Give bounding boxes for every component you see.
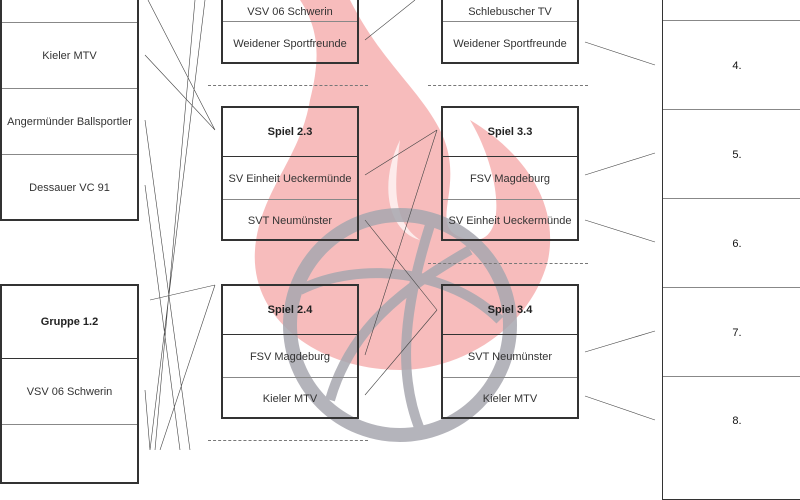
team-row[interactable] [2,0,137,22]
group-title: Gruppe 1.2 [40,316,99,328]
logo-watermark [254,0,551,442]
team-row[interactable]: SV Einheit Ueckermünde [443,199,577,242]
team-row[interactable]: Kieler MTV [443,377,577,420]
group-1-1-box: Kieler MTV Angermünder Ballsportler Dess… [0,0,139,221]
rank-row [663,0,800,20]
team-row[interactable]: VSV 06 Schwerin [247,6,333,18]
team-row[interactable]: Angermünder Ballsportler [2,88,137,155]
volleyball-icon [283,208,517,442]
team-row[interactable]: Weidener Sportfreunde [223,21,357,65]
divider [428,85,588,86]
game-3-3-box: Spiel 3.3 FSV Magdeburg SV Einheit Uecke… [441,106,579,241]
team-row[interactable]: Schlebuscher TV [468,6,552,18]
team-row[interactable]: FSV Magdeburg [443,156,577,200]
bracket-connectors [144,0,656,450]
ranking-box: 4. 5. 6. 7. 8. [662,0,800,500]
game-title: Spiel 2.4 [267,304,313,316]
group-1-2-box: Gruppe 1.2 VSV 06 Schwerin [0,284,139,484]
team-row[interactable]: VSV 06 Schwerin [2,358,137,425]
team-row[interactable]: SV Einheit Ueckermünde [223,156,357,200]
team-row[interactable] [2,424,137,485]
team-row[interactable]: SVT Neumünster [443,334,577,378]
team-row[interactable]: FSV Magdeburg [223,334,357,378]
divider [208,85,368,86]
game-title: Spiel 2.3 [267,126,313,138]
team-row[interactable]: Dessauer VC 91 [2,154,137,221]
game-2-3-box: Spiel 2.3 SV Einheit Ueckermünde SVT Neu… [221,106,359,241]
rank-row: 5. [663,109,800,199]
divider [208,440,368,441]
game-title: Spiel 3.3 [487,126,533,138]
team-row[interactable]: Weidener Sportfreunde [443,21,577,65]
team-row[interactable]: SVT Neumünster [223,199,357,242]
game-2-4-box: Spiel 2.4 FSV Magdeburg Kieler MTV [221,284,359,419]
team-row[interactable]: Kieler MTV [223,377,357,420]
rank-row: 7. [663,287,800,377]
rank-row: 8. [663,376,800,466]
rank-row: 6. [663,198,800,288]
game-title: Spiel 3.4 [487,304,533,316]
game-3-4-box: Spiel 3.4 SVT Neumünster Kieler MTV [441,284,579,419]
divider [428,263,588,264]
team-row[interactable]: Kieler MTV [2,22,137,89]
rank-row: 4. [663,20,800,110]
game-3-top-box: Schlebuscher TV Weidener Sportfreunde [441,0,579,64]
game-2-top-box: VSV 06 Schwerin Weidener Sportfreunde [221,0,359,64]
